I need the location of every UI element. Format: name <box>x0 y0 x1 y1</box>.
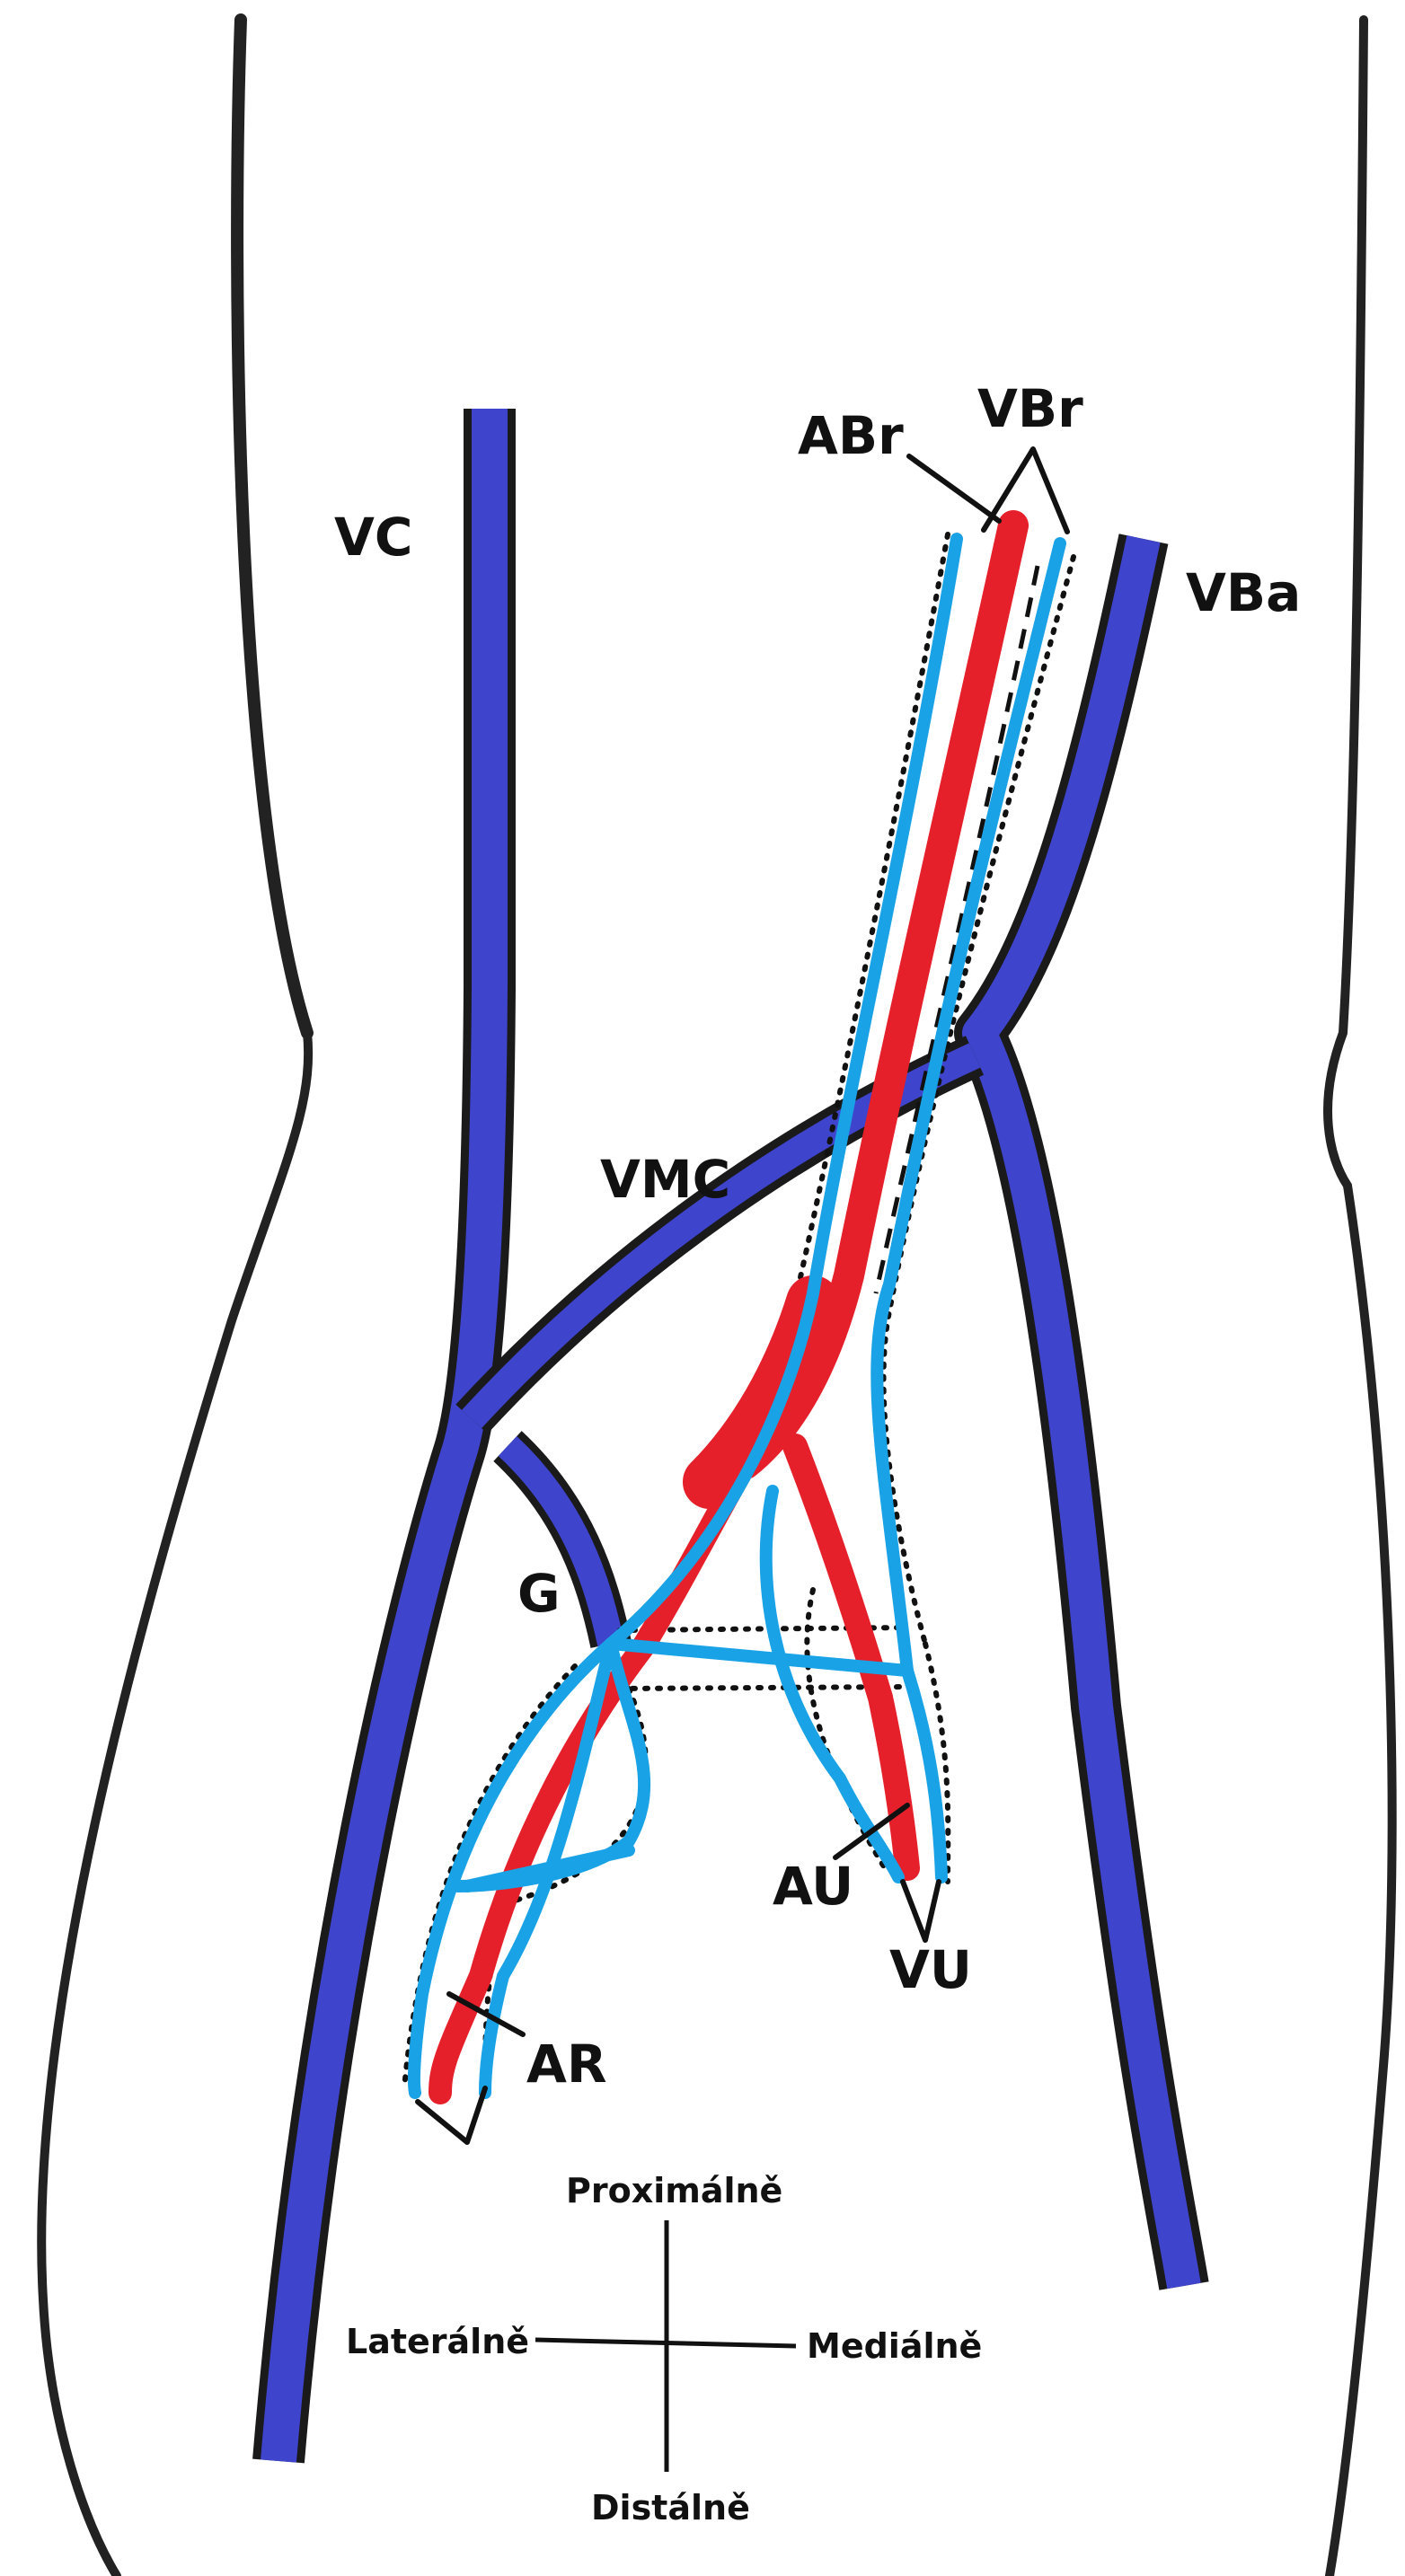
vu-pointer <box>903 1882 939 1940</box>
orientation-lateral: Laterálně <box>346 2322 529 2361</box>
orientation-distal: Distálně <box>591 2488 750 2527</box>
orientation-cross <box>535 2220 796 2472</box>
label-abr: ABr <box>798 405 904 466</box>
label-au: AU <box>773 1856 853 1917</box>
orientation-horizontal-axis <box>535 2340 796 2346</box>
abr-pointer <box>909 456 999 521</box>
label-vu: VU <box>889 1939 972 2000</box>
orientation-proximal: Proximálně <box>566 2171 782 2210</box>
arm-medial-border <box>1328 20 1392 2576</box>
label-g: G <box>517 1563 561 1624</box>
ar-bracket <box>418 2088 485 2142</box>
arteries <box>440 525 1013 2093</box>
orientation-medial: Mediálně <box>807 2326 982 2366</box>
vena-cephalica <box>278 409 490 2461</box>
upper-arm-lateral-border <box>237 20 307 1033</box>
label-vc: VC <box>334 507 412 568</box>
label-ar: AR <box>526 2033 607 2095</box>
label-vmc: VMC <box>600 1149 730 1210</box>
label-vbr: VBr <box>977 378 1083 439</box>
label-vba: VBa <box>1186 562 1301 623</box>
